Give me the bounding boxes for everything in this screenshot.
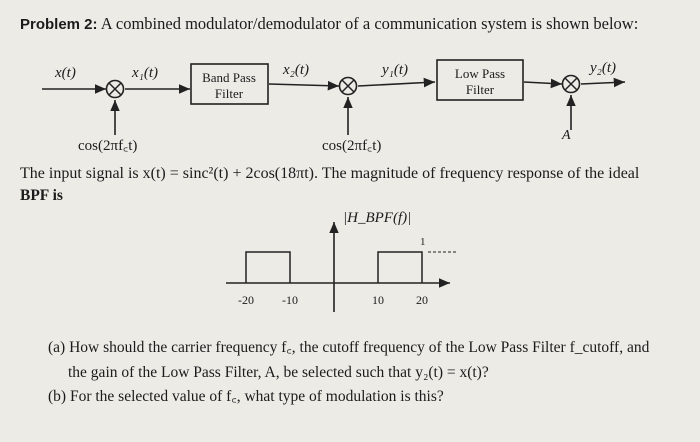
question-a-line-2: the gain of the Low Pass Filter, A, be s…: [68, 364, 489, 381]
bpf-label-2: Filter: [215, 86, 244, 101]
low-pass-filter-block: [436, 59, 524, 101]
question-b: (b) For the selected value of f꜀, what t…: [48, 388, 444, 405]
input-signal-label: x(t): [54, 65, 76, 81]
bpf-plot: |H_BPF(f)| 1 -20 -10 10 20: [226, 210, 458, 312]
passband-1: [245, 251, 291, 283]
tick-label: 10: [372, 293, 384, 307]
x2-label: x₂(t): [282, 62, 309, 78]
question-a-line-1: (a) How should the carrier frequency f꜀,…: [48, 339, 650, 356]
carrier-1-label: cos(2πf꜀t): [78, 138, 137, 154]
level-label: 1: [420, 236, 426, 248]
lpf-label-1: Low Pass: [455, 66, 505, 81]
multiplier-2: [338, 76, 358, 96]
multiplier-3: [561, 74, 581, 94]
tick-label: 20: [416, 293, 428, 307]
problem-heading: A combined modulator/demodulator of a co…: [100, 14, 639, 33]
tick-label: -10: [282, 293, 298, 307]
x1-label: x₁(t): [131, 65, 158, 81]
problem-title: Problem 2: A combined modulator/demodula…: [20, 14, 638, 34]
tick-label: -20: [238, 293, 254, 307]
band-pass-filter-block: [190, 63, 269, 105]
input-signal-text-2: BPF is: [20, 187, 63, 204]
y2-label: y₂(t): [588, 60, 616, 76]
input-signal-text: The input signal is x(t) = sinc²(t) + 2c…: [20, 165, 640, 182]
problem-label: Problem 2:: [20, 16, 98, 33]
lpf-label-2: Filter: [466, 82, 495, 97]
carrier-2-label: cos(2πf꜀t): [322, 138, 381, 154]
gain-label: A: [561, 128, 571, 143]
plot-title: |H_BPF(f)|: [343, 210, 411, 226]
bpf-label-1: Band Pass: [202, 70, 256, 85]
multiplier-1: [105, 79, 125, 99]
y1-label: y₁(t): [380, 62, 408, 78]
passband-2: [377, 251, 423, 283]
